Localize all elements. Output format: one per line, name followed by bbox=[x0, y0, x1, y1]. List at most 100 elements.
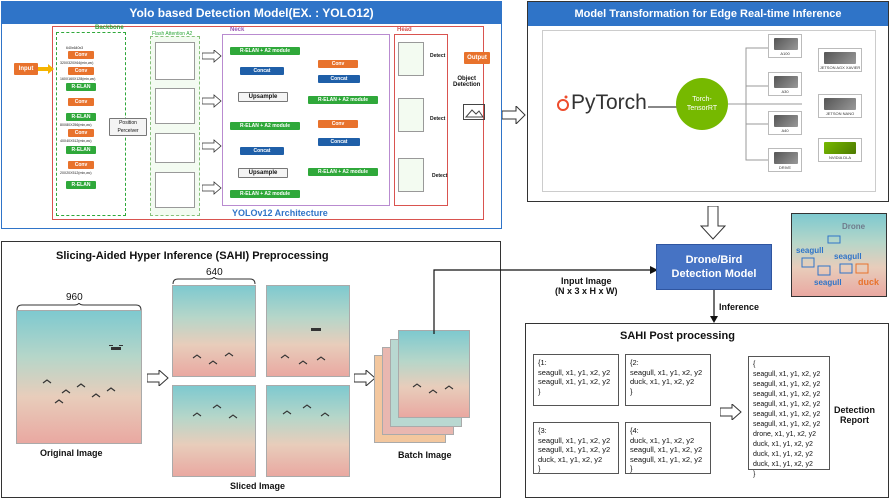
relan-block: R-ELAN bbox=[66, 113, 96, 121]
pytorch-icon bbox=[556, 94, 570, 117]
original-image bbox=[16, 310, 142, 444]
inference-label: Inference bbox=[719, 302, 760, 312]
preview-label-drone: Drone bbox=[842, 222, 866, 231]
relan-a2-block: R-ELAN + A2 module bbox=[308, 168, 378, 176]
detect-label: Detect bbox=[430, 53, 446, 59]
slice-result-4: {4: duck, x1, y1, x2, y2 seagull, x1, y1… bbox=[625, 422, 711, 474]
dim-label: 160X160X128(min,wc) bbox=[60, 77, 96, 81]
device-nvidia-dla: NVIDIA DLA bbox=[818, 138, 862, 162]
relan-block: R-ELAN bbox=[66, 83, 96, 91]
width-960-bracket bbox=[16, 303, 142, 311]
conv-block: Conv bbox=[318, 120, 358, 128]
neck-region bbox=[222, 34, 390, 206]
dim-label: 40X40X512(min,wc) bbox=[60, 139, 92, 143]
attention-block bbox=[398, 98, 424, 132]
dim-label: 80X80X256(min,wc) bbox=[60, 123, 92, 127]
width-960-label: 960 bbox=[66, 292, 83, 303]
dim-label: 20X20X512(min,wc) bbox=[60, 171, 92, 175]
transform-panel-title: Model Transformation for Edge Real-time … bbox=[528, 2, 888, 26]
slice-image-4 bbox=[266, 385, 350, 477]
preview-label-seagull: seagull bbox=[796, 246, 824, 255]
concat-block: Concat bbox=[240, 147, 284, 155]
batch-to-model-connector bbox=[433, 266, 658, 334]
concat-block: Concat bbox=[240, 67, 284, 75]
upsample-block: Upsample bbox=[238, 92, 288, 102]
pytorch-connector bbox=[648, 106, 678, 108]
transform-to-model-arrow bbox=[700, 206, 726, 240]
architecture-caption: YOLOv12 Architecture bbox=[232, 208, 328, 218]
slice-image-2 bbox=[266, 285, 350, 377]
position-perceiver: Position Perceiver bbox=[109, 118, 147, 136]
batch-image-label: Batch Image bbox=[398, 450, 452, 460]
object-detection-label: Object Detection bbox=[453, 76, 481, 88]
preview-label-seagull: seagull bbox=[814, 278, 842, 287]
conv-block: Conv bbox=[318, 60, 358, 68]
conv-block: Conv bbox=[68, 51, 94, 59]
device-jetson-nano: JETSON NANO bbox=[818, 94, 862, 118]
preview-label-duck: duck bbox=[858, 277, 880, 287]
upsample-block: Upsample bbox=[238, 168, 288, 178]
batch-top-image bbox=[398, 330, 470, 418]
output-box: Output bbox=[464, 52, 490, 64]
conv-block: Conv bbox=[68, 161, 94, 169]
detection-preview-image: Drone seagull seagull seagull duck bbox=[791, 213, 887, 297]
head-label: Head bbox=[397, 27, 412, 33]
attention-block bbox=[155, 133, 195, 163]
device-connectors bbox=[728, 47, 802, 161]
original-image-label: Original Image bbox=[40, 448, 103, 458]
conv-block: Conv bbox=[68, 67, 94, 75]
slice-image-3 bbox=[172, 385, 256, 477]
relan-a2-block: R-ELAN + A2 module bbox=[230, 47, 300, 55]
sliced-to-batch-arrow bbox=[354, 370, 376, 386]
post-processing-title: SAHI Post processing bbox=[620, 330, 735, 342]
sliced-image-label: Sliced Image bbox=[230, 481, 286, 491]
slice-image-1 bbox=[172, 285, 256, 377]
input-arrow bbox=[38, 64, 54, 74]
detection-report-label: Detection Report bbox=[834, 405, 876, 425]
conv-block: Conv bbox=[68, 98, 94, 106]
attention-block bbox=[155, 42, 195, 80]
preview-label-seagull: seagull bbox=[834, 252, 862, 261]
flash-attention-label: Flash Attention A2 bbox=[152, 31, 193, 37]
input-image-label: Input Image (N x 3 x H x W) bbox=[555, 276, 618, 296]
merged-result: { seagull, x1, y1, x2, y2 seagull, x1, y… bbox=[748, 356, 830, 478]
inference-arrow bbox=[710, 290, 718, 323]
backbone-label: Backbone bbox=[95, 25, 124, 31]
neck-arrows bbox=[202, 50, 222, 195]
slice-result-3: {3: seagull, x1, y1, x2, y2 seagull, x1,… bbox=[533, 422, 619, 474]
device-drive: DRIVE bbox=[768, 148, 802, 172]
yolo-panel-title: Yolo based Detection Model(EX. : YOLO12) bbox=[2, 2, 501, 24]
relan-block: R-ELAN bbox=[66, 146, 96, 154]
device-a40: A40 bbox=[768, 111, 802, 135]
device-a100: A100 bbox=[768, 34, 802, 58]
concat-block: Concat bbox=[318, 75, 360, 83]
device-jetson-agx-xavier: JETSON AGX XAVIER bbox=[818, 48, 862, 72]
image-icon bbox=[463, 104, 485, 120]
sahi-title: Slicing-Aided Hyper Inference (SAHI) Pre… bbox=[56, 250, 329, 262]
detect-label: Detect bbox=[430, 116, 446, 122]
dim-label: 320X320X64(min,wc) bbox=[60, 61, 94, 65]
tensorrt-badge: Torch- TensorRT bbox=[676, 78, 728, 130]
width-640-bracket bbox=[172, 277, 256, 285]
merge-arrow bbox=[720, 404, 742, 420]
attention-block bbox=[398, 42, 424, 76]
dim-label: 640x640x3 bbox=[66, 46, 84, 50]
slice-result-1: {1: seagull, x1, y1, x2, y2 seagull, x1,… bbox=[533, 354, 619, 406]
relan-a2-block: R-ELAN + A2 module bbox=[230, 122, 300, 130]
slice-result-2: {2: seagull, x1, y1, x2, y2 duck, x1, y1… bbox=[625, 354, 711, 406]
conv-block: Conv bbox=[68, 129, 94, 137]
neck-label: Neck bbox=[230, 27, 245, 33]
yolo-to-transform-arrow bbox=[502, 106, 526, 124]
detection-model-box: Drone/Bird Detection Model bbox=[656, 244, 772, 290]
concat-block: Concat bbox=[318, 138, 360, 146]
detect-label: Detect bbox=[432, 173, 448, 179]
width-640-label: 640 bbox=[206, 267, 223, 278]
original-to-sliced-arrow bbox=[147, 370, 169, 386]
relan-block: R-ELAN bbox=[66, 181, 96, 189]
pytorch-logo-text: PyTorch bbox=[571, 91, 647, 114]
attention-block bbox=[155, 88, 195, 124]
relan-a2-block: R-ELAN + A2 module bbox=[230, 190, 300, 198]
head-region bbox=[394, 34, 448, 206]
attention-block bbox=[155, 172, 195, 208]
attention-block bbox=[398, 158, 424, 192]
